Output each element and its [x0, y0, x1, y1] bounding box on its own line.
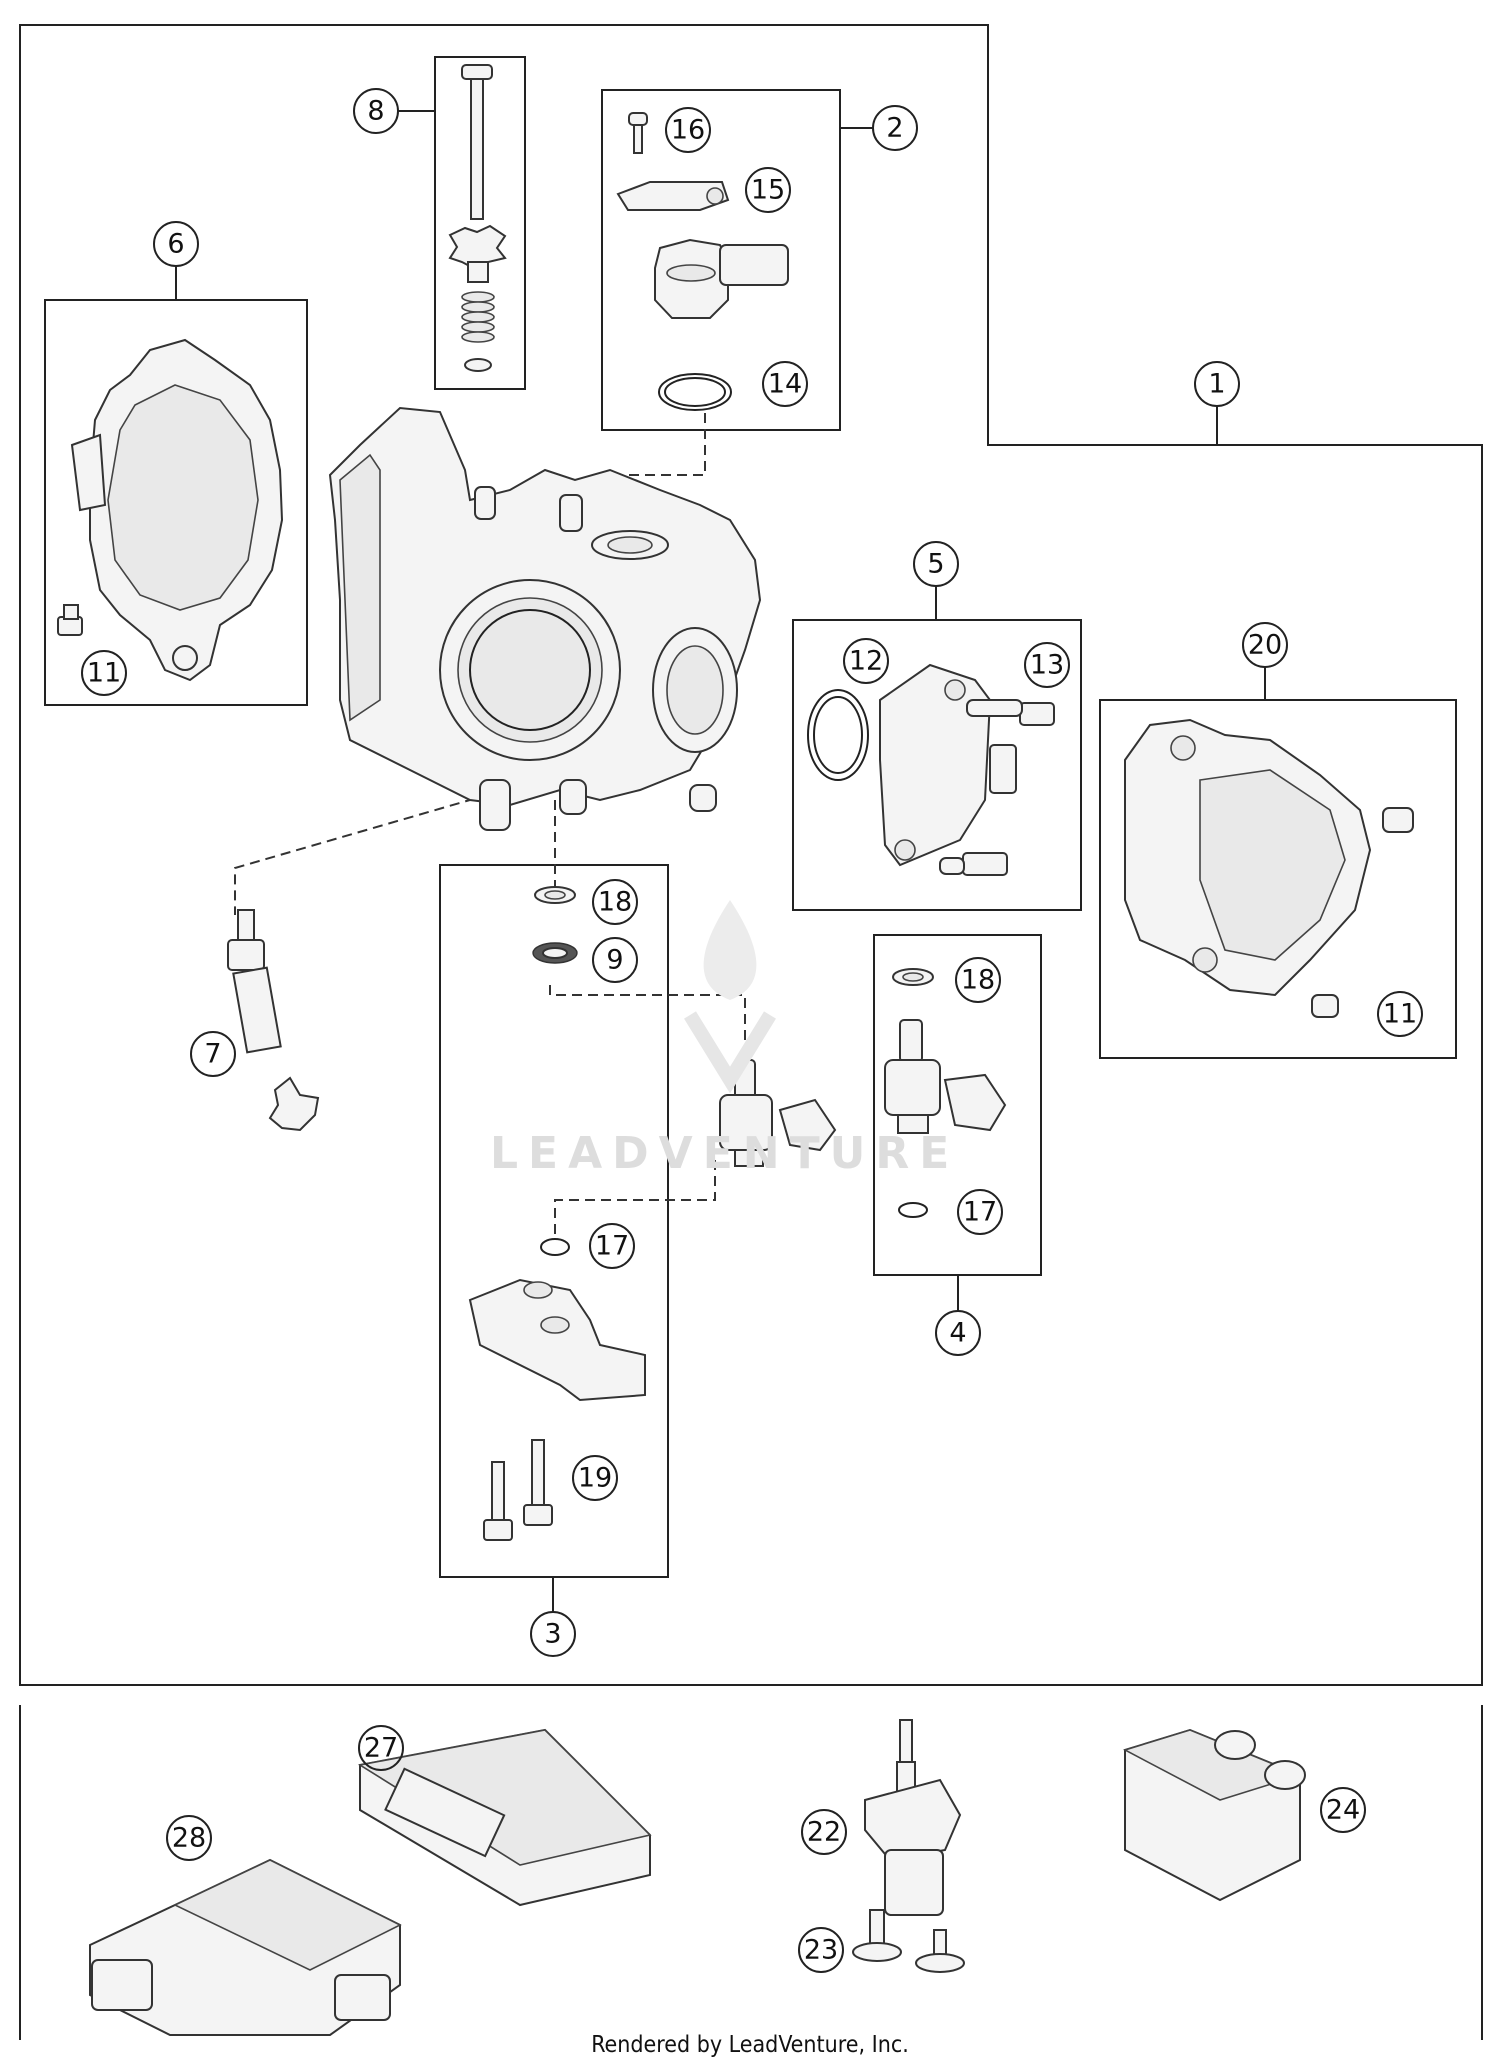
svg-text:12: 12 — [849, 646, 883, 677]
svg-text:17: 17 — [963, 1197, 997, 1228]
callout-5: 5 — [913, 541, 959, 587]
watermark-flame — [703, 900, 757, 1000]
svg-text:6: 6 — [167, 229, 184, 260]
callout-9: 9 — [592, 937, 638, 983]
dash-line-9 — [549, 985, 746, 1060]
bolts-23-part — [852, 1909, 965, 1973]
callout-17-right: 17 — [957, 1189, 1003, 1235]
footer-credit: Rendered by LeadVenture, Inc. — [591, 2032, 909, 2058]
group-box-8 — [434, 56, 526, 390]
callout-24: 24 — [1320, 1787, 1366, 1833]
callout-28: 28 — [166, 1815, 212, 1861]
callout-11-left: 11 — [81, 650, 127, 696]
svg-text:4: 4 — [949, 1318, 966, 1349]
callout-18-left: 18 — [592, 879, 638, 925]
watermark-chevron — [684, 1011, 776, 1094]
callout-7: 7 — [190, 1031, 236, 1077]
svg-text:1: 1 — [1208, 369, 1225, 400]
callout-15: 15 — [745, 167, 791, 213]
assembly-frame-1 — [19, 24, 1483, 1686]
callout-23: 23 — [798, 1927, 844, 1973]
callout-19: 19 — [572, 1455, 618, 1501]
watermark-text: LEADVENTURE — [490, 1128, 960, 1179]
callout-20: 20 — [1242, 622, 1288, 668]
svg-text:16: 16 — [671, 115, 705, 146]
connector-24-part — [1122, 1728, 1306, 1902]
svg-text:28: 28 — [172, 1823, 206, 1854]
callout-16: 16 — [665, 107, 711, 153]
svg-text:2: 2 — [886, 113, 903, 144]
sensor-kit-5-part — [807, 663, 1055, 876]
svg-text:5: 5 — [927, 549, 944, 580]
callout-3: 3 — [530, 1611, 576, 1657]
svg-text:19: 19 — [578, 1463, 612, 1494]
svg-text:17: 17 — [595, 1231, 629, 1262]
callout-8: 8 — [353, 88, 399, 134]
dash-line-7 — [234, 795, 471, 915]
callout-2: 2 — [872, 105, 918, 151]
callout-14: 14 — [762, 361, 808, 407]
idle-screw-part — [448, 64, 507, 372]
callout-4: 4 — [935, 1310, 981, 1356]
group-box-20 — [1099, 699, 1457, 1059]
svg-text:18: 18 — [598, 887, 632, 918]
callout-1: 1 — [1194, 361, 1240, 407]
callout-12: 12 — [843, 638, 889, 684]
svg-text:9: 9 — [606, 945, 623, 976]
group-box-2 — [601, 89, 841, 431]
cover-20-part — [1124, 718, 1414, 1018]
sensor-7-part — [227, 909, 320, 1132]
callout-22: 22 — [801, 1809, 847, 1855]
callout-18-right: 18 — [955, 957, 1001, 1003]
svg-text:27: 27 — [364, 1733, 398, 1764]
injector-kit-3-part — [468, 886, 837, 1541]
svg-text:13: 13 — [1030, 650, 1064, 681]
dash-line-17 — [554, 1160, 716, 1240]
svg-text:15: 15 — [751, 175, 785, 206]
svg-text:11: 11 — [87, 658, 121, 689]
ecu-27-part — [357, 1728, 652, 1907]
callout-11-right: 11 — [1377, 991, 1423, 1037]
ecu-28-part — [89, 1858, 402, 2036]
svg-text:18: 18 — [961, 965, 995, 996]
throttle-sensor-kit-part — [616, 112, 789, 411]
callout-13: 13 — [1024, 642, 1070, 688]
svg-text:7: 7 — [204, 1039, 221, 1070]
svg-text:24: 24 — [1326, 1795, 1360, 1826]
svg-text:14: 14 — [768, 369, 802, 400]
throttle-cover-part — [57, 338, 284, 682]
svg-text:8: 8 — [367, 96, 384, 127]
svg-text:20: 20 — [1248, 630, 1282, 661]
callout-17-left: 17 — [589, 1223, 635, 1269]
sensor-22-part — [864, 1719, 962, 1916]
svg-text:23: 23 — [804, 1935, 838, 1966]
throttle-body-part — [328, 406, 762, 831]
callout-27: 27 — [358, 1725, 404, 1771]
callout-6: 6 — [153, 221, 199, 267]
svg-text:22: 22 — [807, 1817, 841, 1848]
svg-text:11: 11 — [1383, 999, 1417, 1030]
injector-kit-4-part — [884, 968, 1007, 1218]
svg-text:3: 3 — [544, 1619, 561, 1650]
dash-line-14 — [629, 413, 706, 520]
